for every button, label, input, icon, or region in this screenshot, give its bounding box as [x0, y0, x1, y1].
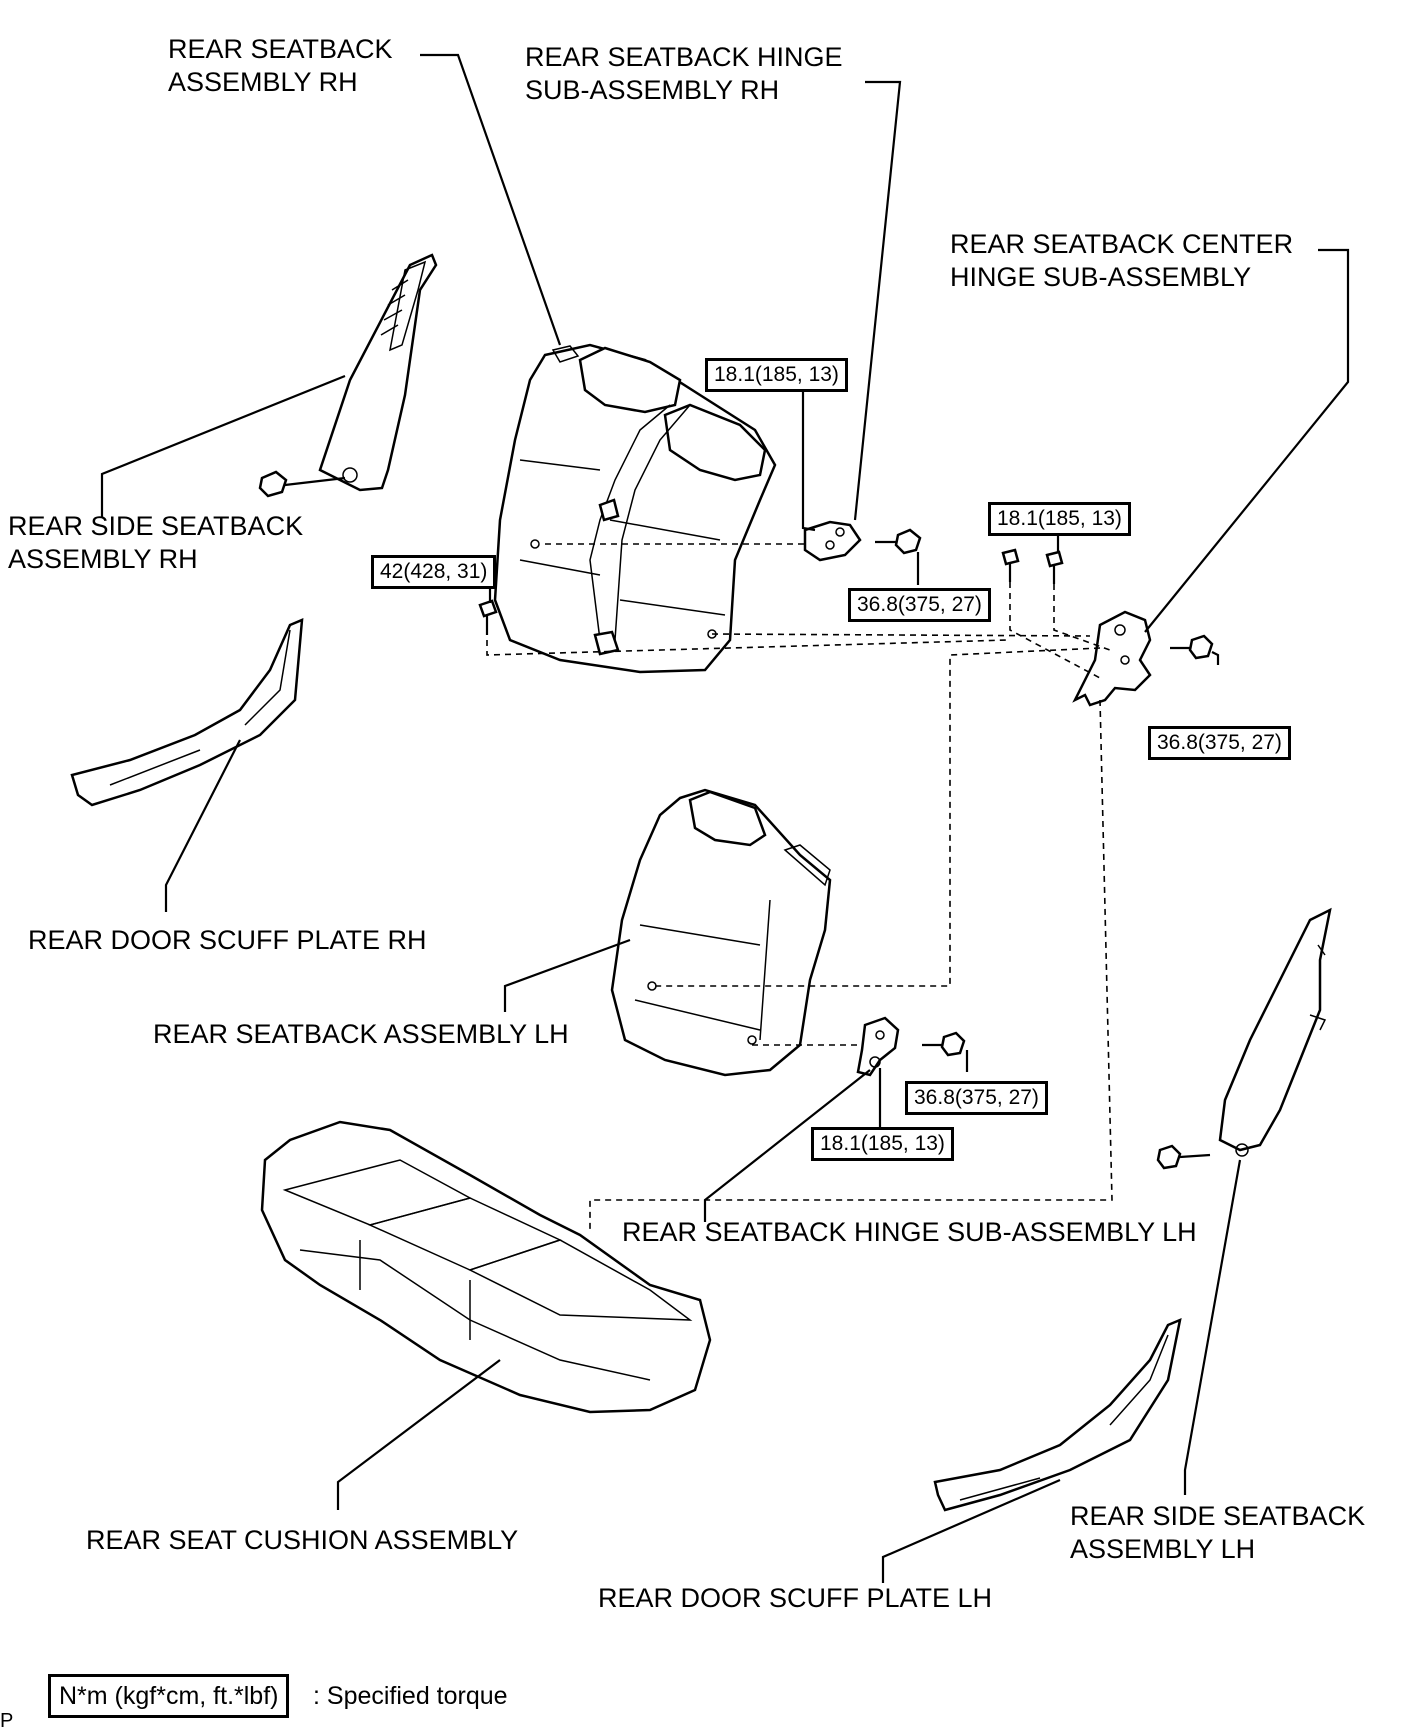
label-rear-seat-cushion: REAR SEAT CUSHION ASSEMBLY	[86, 1525, 519, 1555]
torque-center-hinge-side: 36.8(375, 27)	[1148, 726, 1291, 760]
rear-seatback-center-hinge-part	[1072, 610, 1152, 707]
label-line: HINGE SUB-ASSEMBLY	[950, 262, 1252, 292]
label-rear-side-seatback-rh: REAR SIDE SEATBACK ASSEMBLY RH	[8, 510, 303, 576]
label-line: REAR SEATBACK	[168, 34, 393, 64]
rear-seatback-hinge-rh-part	[803, 520, 862, 562]
rear-seat-cushion-part	[260, 1120, 712, 1414]
bolts	[478, 528, 1214, 1170]
label-line: REAR SIDE SEATBACK	[8, 511, 304, 541]
legend-torque-box: N*m (kgf*cm, ft.*lbf)	[48, 1674, 290, 1718]
torque-hinge-lh-side: 36.8(375, 27)	[905, 1081, 1048, 1115]
label-rear-seatback-center-hinge: REAR SEATBACK CENTER HINGE SUB-ASSEMBLY	[950, 228, 1293, 294]
legend-text: : Specified torque	[313, 1682, 508, 1710]
label-rear-door-scuff-plate-rh: REAR DOOR SCUFF PLATE RH	[28, 925, 427, 955]
figure-code: P	[0, 1710, 14, 1732]
torque-hinge-rh-lower: 36.8(375, 27)	[848, 588, 991, 622]
rear-door-scuff-plate-rh-part	[70, 618, 304, 807]
label-rear-seatback-hinge-rh: REAR SEATBACK HINGE SUB-ASSEMBLY RH	[525, 41, 843, 107]
label-rear-door-scuff-plate-lh: REAR DOOR SCUFF PLATE LH	[598, 1583, 993, 1613]
rear-side-seatback-rh-part	[258, 253, 438, 498]
alignment-lines	[486, 543, 1113, 1230]
rear-door-scuff-plate-lh-part	[933, 1317, 1182, 1512]
rear-side-seatback-lh-part	[1218, 907, 1332, 1157]
label-line: ASSEMBLY RH	[8, 544, 198, 574]
rear-seatback-rh-part	[493, 343, 777, 674]
torque-seatback-rh-bolt: 42(428, 31)	[371, 555, 497, 589]
label-line: ASSEMBLY RH	[168, 67, 358, 97]
label-rear-seatback-lh: REAR SEATBACK ASSEMBLY LH	[153, 1019, 569, 1049]
label-rear-seatback-hinge-lh: REAR SEATBACK HINGE SUB-ASSEMBLY LH	[622, 1217, 1197, 1247]
rear-seatback-lh-part	[610, 788, 832, 1077]
torque-hinge-rh-upper: 18.1(185, 13)	[705, 358, 848, 392]
label-rear-seatback-rh: REAR SEATBACK ASSEMBLY RH	[168, 33, 393, 99]
label-line: SUB-ASSEMBLY RH	[525, 75, 780, 105]
torque-center-hinge-upper: 18.1(185, 13)	[988, 502, 1131, 536]
label-line: REAR SEATBACK CENTER	[950, 229, 1294, 259]
label-line: REAR SEATBACK HINGE	[525, 42, 843, 72]
torque-hinge-lh-lower: 18.1(185, 13)	[811, 1127, 954, 1161]
rear-seatback-hinge-lh-part	[856, 1016, 900, 1077]
label-rear-side-seatback-lh: REAR SIDE SEATBACK ASSEMBLY LH	[1070, 1500, 1365, 1566]
label-line: REAR SIDE SEATBACK	[1070, 1501, 1366, 1531]
label-line: ASSEMBLY LH	[1070, 1534, 1256, 1564]
